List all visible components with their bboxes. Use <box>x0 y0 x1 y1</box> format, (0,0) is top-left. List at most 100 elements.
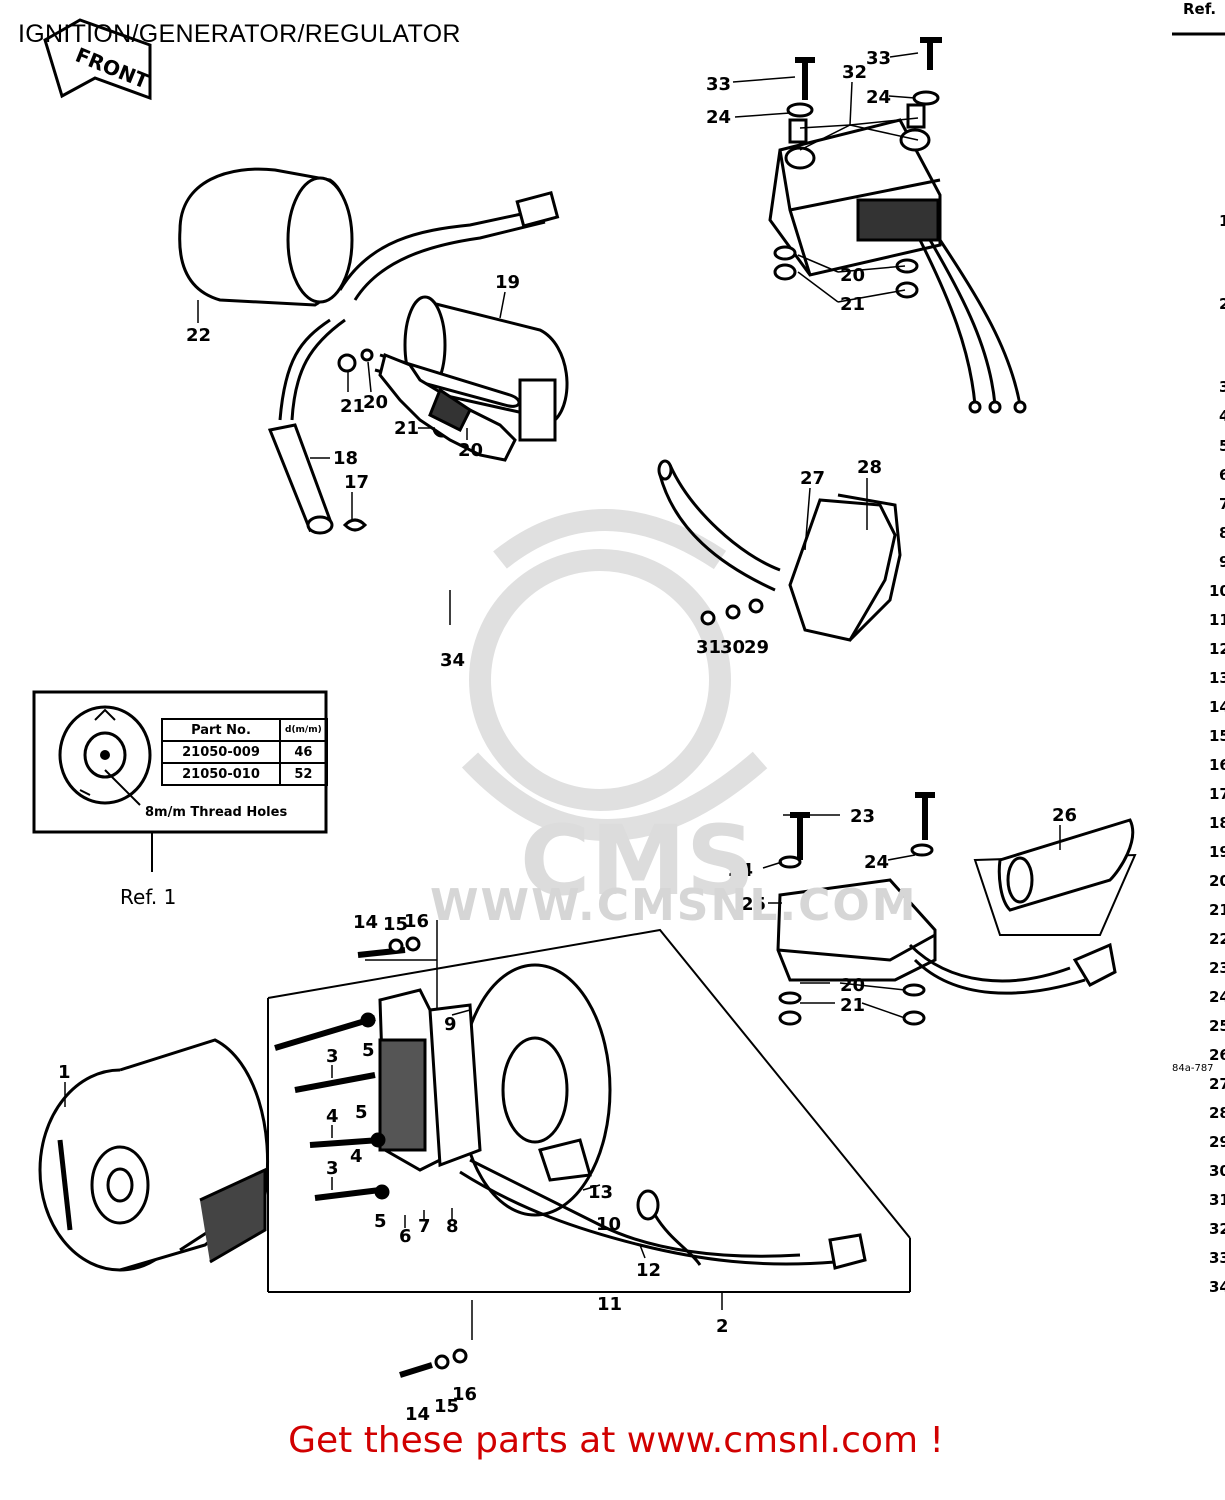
callout-5c: 5 <box>374 1211 387 1232</box>
callout-17: 17 <box>344 472 369 493</box>
inset-d-value: 46 <box>279 740 328 764</box>
front-arrow: FRONT <box>43 18 152 101</box>
callout-14a: 14 <box>353 912 378 933</box>
callout-34: 34 <box>440 650 465 671</box>
index-number: 34 <box>1209 1278 1225 1296</box>
callout-8: 8 <box>446 1216 459 1237</box>
callout-1: 1 <box>58 1062 71 1083</box>
inset-header-d: d(m/m) <box>279 718 328 742</box>
callout-9: 9 <box>444 1014 457 1035</box>
index-number: 29 <box>1209 1133 1225 1151</box>
rotor <box>38 1038 269 1272</box>
leader-lines <box>64 52 1061 1340</box>
callout-29: 29 <box>744 637 769 658</box>
callout-19: 19 <box>495 272 520 293</box>
inset-table-header-row: Part No. d(m/m) <box>161 718 328 742</box>
inset-ref-label: Ref. 1 <box>120 885 177 909</box>
index-number: 30 <box>1209 1162 1225 1180</box>
watermark-url: WWW.CMSNL.COM <box>430 880 918 931</box>
callout-24d: 24 <box>864 852 889 873</box>
diagram-title: IGNITION/GENERATOR/REGULATOR <box>18 20 461 48</box>
callout-21d: 21 <box>840 995 865 1016</box>
callout-14b: 14 <box>405 1404 430 1425</box>
callout-20a: 20 <box>840 265 865 286</box>
inset-note: 8m/m Thread Holes <box>145 805 288 820</box>
regulator-middle <box>776 792 1137 1026</box>
index-number: 24 <box>1209 988 1225 1006</box>
index-number: 3 <box>1219 378 1225 396</box>
index-number: 32 <box>1209 1220 1225 1238</box>
index-number: 33 <box>1209 1249 1225 1267</box>
index-number: 23 <box>1209 959 1225 977</box>
callout-21b: 21 <box>340 396 365 417</box>
callout-16a: 16 <box>404 911 429 932</box>
callout-24a: 24 <box>706 107 731 128</box>
callout-28: 28 <box>857 457 882 478</box>
callout-23: 23 <box>850 806 875 827</box>
callout-21a: 21 <box>840 294 865 315</box>
callout-3b: 3 <box>326 1158 339 1179</box>
stator-plate <box>274 936 867 1378</box>
callout-7: 7 <box>418 1216 431 1237</box>
index-number: 12 <box>1209 640 1225 658</box>
inset-table-row: 21050-010 52 <box>161 762 328 786</box>
index-number: 25 <box>1209 1017 1225 1035</box>
callout-33a: 33 <box>706 74 731 95</box>
index-number: 10 <box>1209 582 1225 600</box>
index-number: 13 <box>1209 669 1225 687</box>
index-number: 11 <box>1209 611 1225 629</box>
inset-table-row: 21050-009 46 <box>161 740 328 764</box>
footer-link-text[interactable]: Get these parts at www.cmsnl.com ! <box>288 1420 944 1461</box>
inset-part-no: 21050-009 <box>161 740 281 764</box>
callout-33b: 33 <box>866 48 891 69</box>
index-number: 5 <box>1219 437 1225 455</box>
index-number: 21 <box>1209 901 1225 919</box>
index-number: 2 <box>1219 295 1225 313</box>
stator-assembly <box>267 928 911 1293</box>
callout-10: 10 <box>596 1214 621 1235</box>
callout-31: 31 <box>696 637 721 658</box>
ref-column-header: Ref. <box>1183 0 1217 18</box>
callout-20b: 20 <box>363 392 388 413</box>
callout-24b: 24 <box>866 87 891 108</box>
rectifier <box>657 459 902 642</box>
callout-labels: 33 33 32 24 24 20 21 22 19 21 20 21 20 1… <box>58 48 1077 1425</box>
spark-plug <box>378 352 517 462</box>
callout-4b: 4 <box>350 1146 363 1167</box>
callout-20d: 20 <box>840 975 865 996</box>
index-number: 6 <box>1219 466 1225 484</box>
callout-11: 11 <box>597 1294 622 1315</box>
index-number: 26 <box>1209 1046 1225 1064</box>
callout-12: 12 <box>636 1260 661 1281</box>
index-number: 31 <box>1209 1191 1225 1209</box>
callout-30: 30 <box>720 637 745 658</box>
callout-5b: 5 <box>355 1102 368 1123</box>
index-number: 22 <box>1209 930 1225 948</box>
callout-24c: 24 <box>728 860 753 881</box>
callout-5a: 5 <box>362 1040 375 1061</box>
callout-20c: 20 <box>458 440 483 461</box>
index-number: 8 <box>1219 524 1225 542</box>
index-number: 17 <box>1209 785 1225 803</box>
callout-25: 25 <box>741 894 766 915</box>
index-number: 4 <box>1219 407 1225 425</box>
callout-13: 13 <box>588 1182 613 1203</box>
callout-27: 27 <box>800 468 825 489</box>
index-number: 20 <box>1209 872 1225 890</box>
watermark-logo: CMS <box>520 805 756 917</box>
index-number: 27 <box>1209 1075 1225 1093</box>
callout-15a: 15 <box>383 914 408 935</box>
watermark-mascot <box>461 509 768 841</box>
inset-part-no: 21050-010 <box>161 762 281 786</box>
callout-15b: 15 <box>434 1396 459 1417</box>
callout-22: 22 <box>186 325 211 346</box>
ignition-coil-assembly <box>178 167 569 535</box>
callout-21c: 21 <box>394 418 419 439</box>
callout-2: 2 <box>716 1316 729 1337</box>
index-number: 19 <box>1209 843 1225 861</box>
inset-header-part: Part No. <box>161 718 281 742</box>
index-number: 18 <box>1209 814 1225 832</box>
regulator-top <box>768 37 1027 414</box>
inset-part-table: Part No. d(m/m) 21050-009 46 21050-010 5… <box>161 718 328 786</box>
